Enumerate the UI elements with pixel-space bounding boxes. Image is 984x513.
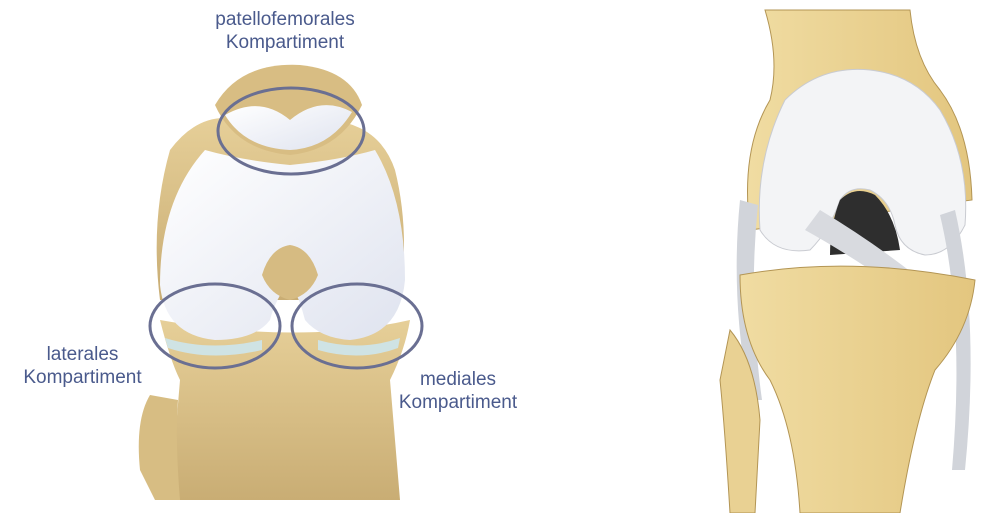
lateral-compartment-label: laterales Kompartiment bbox=[0, 343, 165, 389]
knee-anatomy-illustration bbox=[700, 0, 984, 513]
knee-joint-drawing bbox=[700, 0, 984, 513]
medial-label-line2: Kompartiment bbox=[378, 391, 538, 414]
medial-compartment-label: mediales Kompartiment bbox=[378, 368, 538, 414]
femoral-cartilage bbox=[160, 150, 405, 340]
patellofemoral-label-line2: Kompartiment bbox=[190, 31, 380, 54]
knee-compartments-diagram: patellofemorales Kompartiment laterales … bbox=[0, 0, 560, 513]
fibula-bone bbox=[139, 395, 180, 500]
medial-label-line1: mediales bbox=[378, 368, 538, 391]
tibia bbox=[740, 266, 975, 513]
lateral-label-line1: laterales bbox=[0, 343, 165, 366]
lateral-label-line2: Kompartiment bbox=[0, 366, 165, 389]
knee-front-illustration bbox=[0, 0, 560, 513]
patellofemoral-compartment-label: patellofemorales Kompartiment bbox=[190, 8, 380, 54]
patellofemoral-label-line1: patellofemorales bbox=[190, 8, 380, 31]
